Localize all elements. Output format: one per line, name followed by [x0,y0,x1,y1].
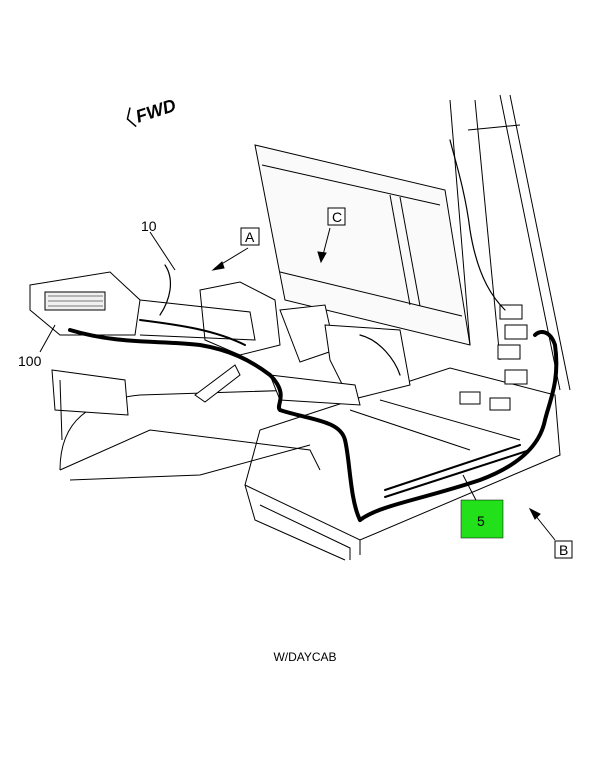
callout-item-5: 5 [477,513,485,529]
diagram-caption: W/DAYCAB [273,650,337,664]
callout-item-100: 100 [18,353,42,369]
highlighted-item-5-box[interactable] [460,499,504,539]
forward-direction-indicator: FWD [126,95,178,128]
view-c-label: C [332,209,342,225]
view-a-label: A [245,229,255,245]
callout-item-10: 10 [141,218,157,234]
main-harness [68,139,559,522]
cab-structure [29,94,571,561]
view-c-box [327,207,346,226]
fwd-label: FWD [133,95,178,127]
view-b-box [554,540,573,559]
view-b-label: B [559,542,568,558]
fwd-arrow-icon [126,107,137,128]
view-a-box [240,227,260,246]
